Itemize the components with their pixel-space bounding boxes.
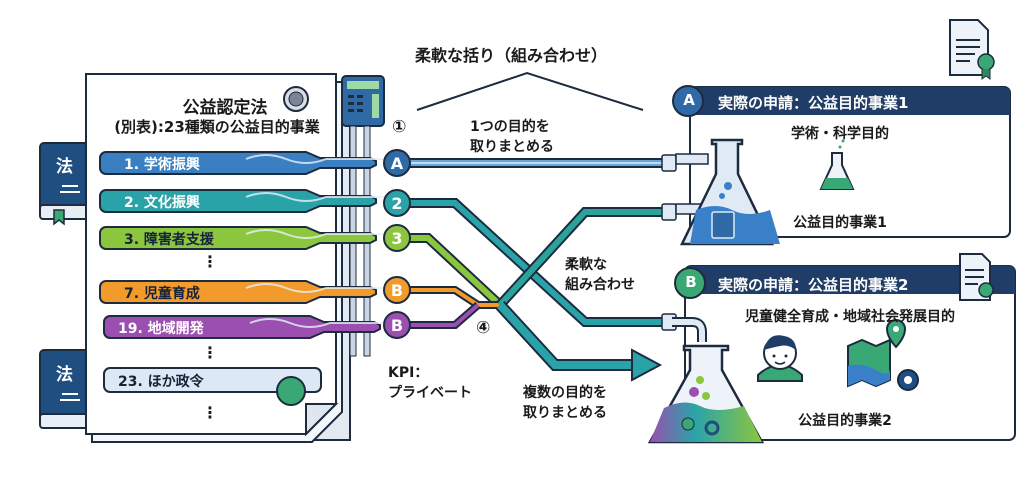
document-subtitle: (別表):23種類の公益目的事業 — [114, 118, 320, 136]
badge-B-label: B — [685, 273, 697, 291]
kpi-line2: プライベート — [388, 385, 472, 401]
single-purpose-line1: 1つの目的を — [470, 119, 550, 135]
flexible-combo-line1: 柔軟な — [565, 257, 607, 273]
flow-node-label: B — [391, 281, 403, 300]
item-tube-2 — [99, 189, 396, 213]
flow-node-2: 2 — [383, 189, 411, 217]
map-icon — [847, 318, 919, 391]
marker-4: ④ — [476, 318, 491, 338]
card-B-purpose: 児童健全育成・地域社会発展目的 — [745, 309, 955, 325]
card-A-purpose: 学術・科学目的 — [791, 126, 889, 142]
list-item-23: 23. ほか政令 — [118, 374, 204, 390]
pipe-merged-down-arrow — [495, 300, 663, 382]
item-tube-6 — [103, 367, 322, 393]
card-B-header: 実際の申請：公益目的事業2 — [718, 276, 909, 294]
pipe-merged-up — [496, 203, 677, 309]
pipe-3 — [410, 233, 504, 309]
pipe-A — [410, 154, 677, 172]
child-icon — [757, 335, 803, 382]
flask-icon-small-a — [819, 139, 855, 190]
multi-purpose-line2: 取りまとめる — [523, 405, 607, 421]
flow-node-3: 3 — [383, 224, 411, 252]
card-B-result: 公益目的事業2 — [798, 413, 892, 429]
flask-icon-large-b — [647, 317, 765, 444]
list-item-1: 1. 学術振興 — [124, 157, 200, 173]
bracket-line — [416, 71, 644, 111]
item-tube-5 — [103, 315, 400, 339]
law-book-label-bottom: 法 — [56, 365, 73, 385]
badge-A-label: A — [683, 91, 695, 109]
ellipsis-2: ⋮ — [202, 343, 218, 362]
list-item-3: 3. 障害者支援 — [124, 232, 214, 248]
card-A — [689, 86, 1011, 238]
item-tube-1 — [99, 151, 396, 175]
flow-node-4: B — [383, 276, 411, 304]
certificate-icon-top — [949, 19, 995, 80]
list-item-7: 7. 児童育成 — [124, 286, 200, 302]
pipe-2 — [410, 198, 677, 331]
item-tube-4 — [99, 280, 396, 304]
pipe-purple — [410, 301, 481, 329]
award-ribbon-icon — [276, 376, 306, 406]
card-A-header: 実際の申請：公益目的事業1 — [718, 94, 909, 112]
flow-node-1: A — [383, 149, 411, 177]
list-item-2: 2. 文化振興 — [124, 195, 200, 211]
flask-icon-large-a — [675, 138, 780, 246]
certificate-icon-card-b — [959, 253, 994, 301]
badge-A — [672, 85, 704, 117]
flow-node-label: 2 — [391, 194, 402, 213]
flow-node-label: 3 — [391, 229, 402, 248]
card-A-result: 公益目的事業1 — [793, 215, 887, 231]
flow-node-label: B — [391, 316, 403, 335]
flexible-combo-line2: 組み合わせ — [565, 277, 635, 293]
flow-node-5: B — [383, 311, 411, 339]
item-tube-3 — [99, 226, 396, 250]
top-bracket-label: 柔軟な括り（組み合わせ） — [415, 46, 608, 65]
ellipsis-1: ⋮ — [202, 252, 218, 271]
badge-B — [674, 267, 706, 299]
law-book-label-top: 法 — [56, 157, 73, 177]
list-item-19: 19. 地域開発 — [118, 321, 204, 337]
single-purpose-line2: 取りまとめる — [470, 139, 554, 155]
document-title: 公益認定法 — [182, 98, 268, 118]
pipe-orange — [410, 286, 500, 309]
marker-1: ① — [392, 117, 407, 137]
ellipsis-3: ⋮ — [202, 403, 218, 422]
flow-node-label: A — [391, 154, 404, 173]
multi-purpose-line1: 複数の目的を — [523, 385, 607, 401]
kpi-line1: KPI： — [388, 365, 429, 381]
